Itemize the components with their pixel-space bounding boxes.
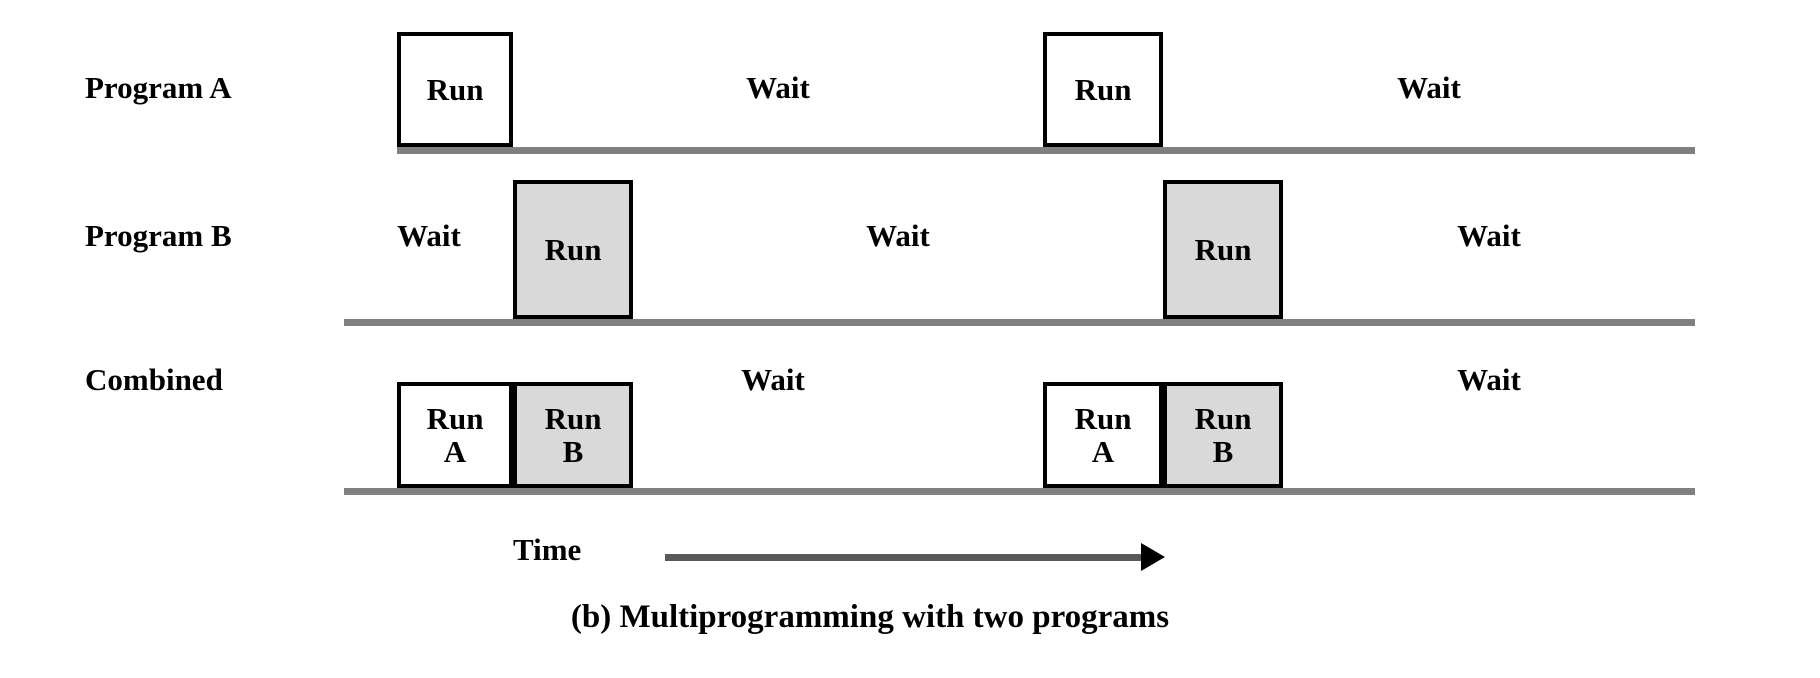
program-b-run-box-1-label: Run — [544, 231, 602, 267]
program-b-run-box-2-label: Run — [1194, 231, 1252, 267]
timeline-program-b — [344, 319, 1695, 326]
right-arrow-icon — [1141, 543, 1165, 571]
figure-caption: (b) Multiprogramming with two programs — [570, 599, 1170, 635]
combined-wait-label-2: Wait — [1457, 362, 1521, 397]
program-a-run-box-2: Run — [1043, 32, 1163, 147]
combined-run-box-b2-sublabel: B — [1212, 434, 1234, 469]
row-label-program-b: Program B — [85, 218, 232, 253]
row-label-program-a: Program A — [85, 70, 232, 105]
timeline-combined — [344, 488, 1695, 495]
time-arrow-shaft — [665, 554, 1143, 561]
program-b-wait-label-1: Wait — [397, 218, 461, 253]
combined-run-box-a1-label: Run — [426, 400, 484, 436]
program-a-wait-label-1: Wait — [746, 70, 810, 105]
program-b-wait-label-3: Wait — [1457, 218, 1521, 253]
combined-run-box-b2: Run B — [1163, 382, 1283, 488]
combined-wait-label-1: Wait — [741, 362, 805, 397]
program-b-wait-label-2: Wait — [866, 218, 930, 253]
combined-run-box-b2-label: Run — [1194, 400, 1252, 436]
program-a-wait-label-2: Wait — [1397, 70, 1461, 105]
program-a-run-box-2-label: Run — [1074, 71, 1132, 107]
combined-run-box-a2-sublabel: A — [1091, 434, 1115, 469]
row-label-combined: Combined — [85, 362, 223, 397]
time-axis-label: Time — [513, 532, 582, 567]
combined-run-box-a2: Run A — [1043, 382, 1163, 488]
program-a-run-box-1-label: Run — [426, 71, 484, 107]
timeline-program-a — [397, 147, 1695, 154]
combined-run-box-b1: Run B — [513, 382, 633, 488]
program-b-run-box-1: Run — [513, 180, 633, 319]
program-b-run-box-2: Run — [1163, 180, 1283, 319]
combined-run-box-a1: Run A — [397, 382, 513, 488]
combined-run-box-a1-sublabel: A — [443, 434, 467, 469]
combined-run-box-b1-sublabel: B — [562, 434, 584, 469]
combined-run-box-a2-label: Run — [1074, 400, 1132, 436]
program-a-run-box-1: Run — [397, 32, 513, 147]
combined-run-box-b1-label: Run — [544, 400, 602, 436]
